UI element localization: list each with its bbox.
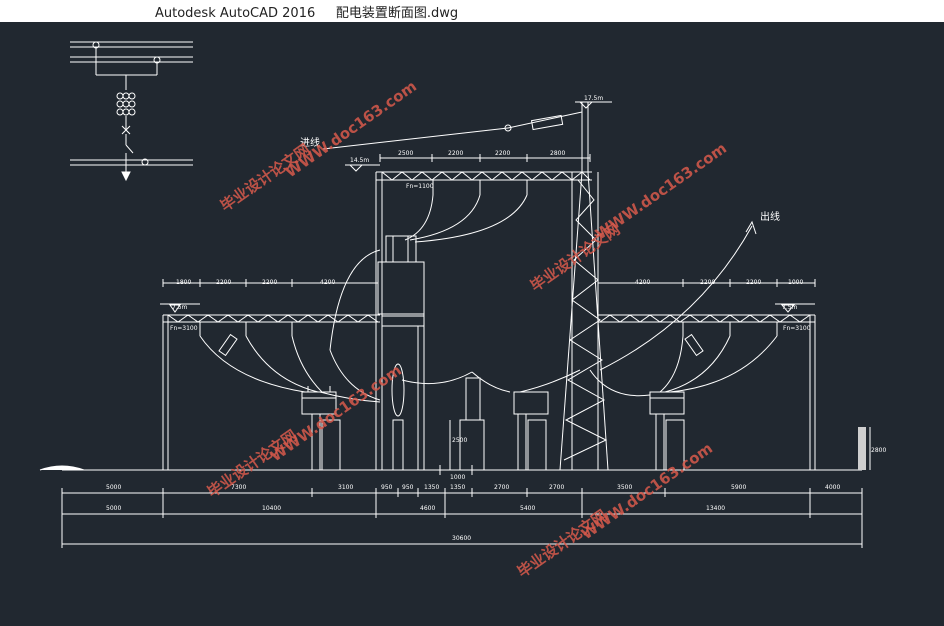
watermark-url: WWW.doc163.com (578, 439, 716, 543)
fn-left-label: Fn=3100 (170, 325, 198, 332)
right-portal (513, 220, 816, 471)
bottom-dim-8: 2700 (494, 484, 509, 491)
bottom-dim-7: 1350 (450, 484, 465, 491)
height-2800-label: 2800 (871, 447, 886, 454)
top-dim-1: 2500 (398, 150, 413, 157)
elev-portal-right: 7.5m (782, 304, 798, 311)
window-title: Autodesk AutoCAD 2016 配电装置断面图.dwg (155, 6, 459, 21)
right-dim-3: 2200 (746, 279, 761, 286)
right-dim-4: 1000 (788, 279, 803, 286)
left-portal (160, 303, 381, 471)
height-2500-label: 2500 (452, 437, 467, 444)
watermark-url: WWW.doc163.com (592, 139, 730, 243)
elev-portal-center: 14.5m (350, 157, 369, 164)
bottom-dim-9: 2700 (549, 484, 564, 491)
bottom2-dim-4: 5400 (520, 505, 535, 512)
bottom-dim-5: 950 (402, 484, 414, 491)
center-portal (322, 101, 612, 471)
fn-right-label: Fn=3100 (783, 325, 811, 332)
bottom2-dim-5: 13400 (706, 505, 725, 512)
right-dimensions (597, 279, 816, 287)
elev-top-mast: 17.5m (584, 95, 603, 102)
elev-portal-left: 7.5m (172, 304, 188, 311)
incoming-line-label: 进线 (300, 136, 320, 149)
outgoing-line-label: 出线 (760, 210, 780, 223)
wiring-symbol (70, 41, 193, 182)
bottom2-dim-1: 5000 (106, 505, 121, 512)
bottom-dim-6: 1350 (424, 484, 439, 491)
top-dimensions (379, 154, 591, 162)
drawing-labels: 17.5m 14.5m 7.5m 7.5m 进线 出线 Fn=1100 Fn=3… (106, 95, 886, 542)
fn-center-label: Fn=1100 (406, 183, 434, 190)
bottom-dim-11: 5900 (731, 484, 746, 491)
left-dim-3: 2200 (262, 279, 277, 286)
left-dim-1: 1800 (176, 279, 191, 286)
drawing-canvas[interactable]: 17.5m 14.5m 7.5m 7.5m 进线 出线 Fn=1100 Fn=3… (0, 22, 944, 622)
right-dim-2: 2200 (700, 279, 715, 286)
top-dim-4: 2800 (550, 150, 565, 157)
bottom-dimension-lines (61, 420, 871, 548)
left-dimensions (162, 279, 379, 287)
window-titlebar: Autodesk AutoCAD 2016 配电装置断面图.dwg (0, 0, 944, 22)
bottom2-dim-3: 4600 (420, 505, 435, 512)
bottom-dim-10: 3500 (617, 484, 632, 491)
dim-1000-label: 1000 (450, 474, 465, 481)
left-dim-4: 4200 (320, 279, 335, 286)
ground-symbol-left (39, 465, 85, 471)
right-dim-1: 4200 (635, 279, 650, 286)
bottom-dim-3: 3100 (338, 484, 353, 491)
bottom-dim-12: 4000 (825, 484, 840, 491)
bottom2-dim-2: 10400 (262, 505, 281, 512)
left-dim-2: 2200 (216, 279, 231, 286)
watermark-text: 毕业设计论文网 (217, 140, 313, 215)
top-dim-3: 2200 (495, 150, 510, 157)
bottom-total-dim: 30600 (452, 535, 471, 542)
fence-right (858, 427, 866, 470)
top-dim-2: 2200 (448, 150, 463, 157)
bottom-dim-4: 950 (381, 484, 393, 491)
watermark-url: WWW.doc163.com (267, 361, 405, 465)
bottom-dim-1: 5000 (106, 484, 121, 491)
watermarks: 毕业设计论文网 WWW.doc163.com 毕业设计论文网 WWW.doc16… (204, 77, 730, 581)
bottom-dim-2: 7300 (231, 484, 246, 491)
